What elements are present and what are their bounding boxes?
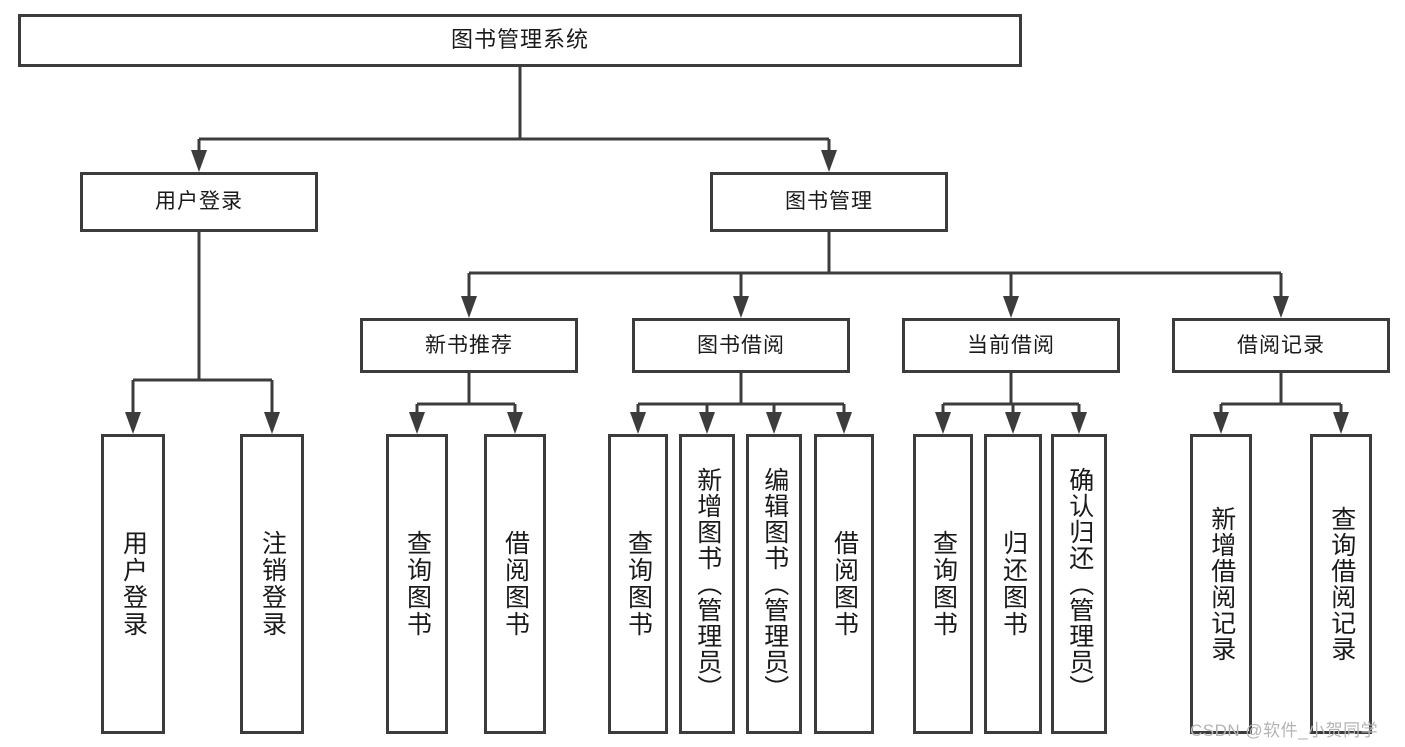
node-label-borrow-record: 借阅记录 <box>1237 333 1325 357</box>
node-label-root: 图书管理系统 <box>450 27 589 53</box>
node-root[interactable]: 图书管理系统 <box>18 14 1022 67</box>
node-bb-query[interactable]: 查询图书 <box>608 434 668 734</box>
node-label-cb-query: 查询图书 <box>929 530 958 638</box>
connector-c-user-login <box>125 232 280 434</box>
node-br-add[interactable]: 新增借阅记录 <box>1190 434 1252 734</box>
node-login-do[interactable]: 用户登录 <box>101 434 165 734</box>
connector-c-book-borrow <box>630 373 852 434</box>
node-book-borrow[interactable]: 图书借阅 <box>632 318 850 373</box>
node-label-bb-query: 查询图书 <box>624 530 653 638</box>
node-label-cb-return: 归还图书 <box>999 530 1028 638</box>
node-book-manage[interactable]: 图书管理 <box>710 172 948 232</box>
node-nb-query[interactable]: 查询图书 <box>386 434 448 734</box>
node-bb-lend[interactable]: 借阅图书 <box>814 434 874 734</box>
connector-c-borrow-record <box>1213 373 1349 434</box>
node-logout-do[interactable]: 注销登录 <box>240 434 304 734</box>
connector-c-new-book <box>409 373 523 434</box>
node-label-book-borrow: 图书借阅 <box>697 333 785 357</box>
node-cb-confirm[interactable]: 确认归还（管理员） <box>1051 434 1107 734</box>
node-label-br-add: 新增借阅记录 <box>1207 506 1236 662</box>
node-label-new-book: 新书推荐 <box>425 333 513 357</box>
node-label-login-do: 用户登录 <box>119 530 148 638</box>
connector-c-root <box>191 67 837 172</box>
node-cb-return[interactable]: 归还图书 <box>984 434 1042 734</box>
node-label-book-manage: 图书管理 <box>785 190 873 214</box>
node-bb-add[interactable]: 新增图书（管理员） <box>679 434 735 734</box>
node-nb-borrow[interactable]: 借阅图书 <box>484 434 546 734</box>
node-cb-query[interactable]: 查询图书 <box>913 434 973 734</box>
node-label-current-borrow: 当前借阅 <box>967 333 1055 357</box>
node-label-br-query: 查询借阅记录 <box>1327 506 1356 662</box>
node-borrow-record[interactable]: 借阅记录 <box>1172 318 1390 373</box>
node-current-borrow[interactable]: 当前借阅 <box>902 318 1120 373</box>
node-new-book[interactable]: 新书推荐 <box>360 318 578 373</box>
node-bb-edit[interactable]: 编辑图书（管理员） <box>746 434 802 734</box>
node-label-bb-add: 新增图书（管理员） <box>693 467 722 701</box>
node-label-bb-lend: 借阅图书 <box>830 530 859 638</box>
node-label-bb-edit: 编辑图书（管理员） <box>760 467 789 701</box>
node-label-nb-borrow: 借阅图书 <box>501 530 530 638</box>
node-user-login[interactable]: 用户登录 <box>80 172 318 232</box>
node-label-nb-query: 查询图书 <box>403 530 432 638</box>
node-br-query[interactable]: 查询借阅记录 <box>1310 434 1372 734</box>
node-label-cb-confirm: 确认归还（管理员） <box>1065 467 1094 701</box>
node-label-user-login: 用户登录 <box>155 190 243 214</box>
csdn-watermark: CSDN @软件_小贺同学 <box>1190 721 1379 740</box>
connector-c-book-manage <box>461 232 1289 318</box>
node-label-logout-do: 注销登录 <box>258 530 287 638</box>
connector-c-current-borrow <box>935 373 1087 434</box>
